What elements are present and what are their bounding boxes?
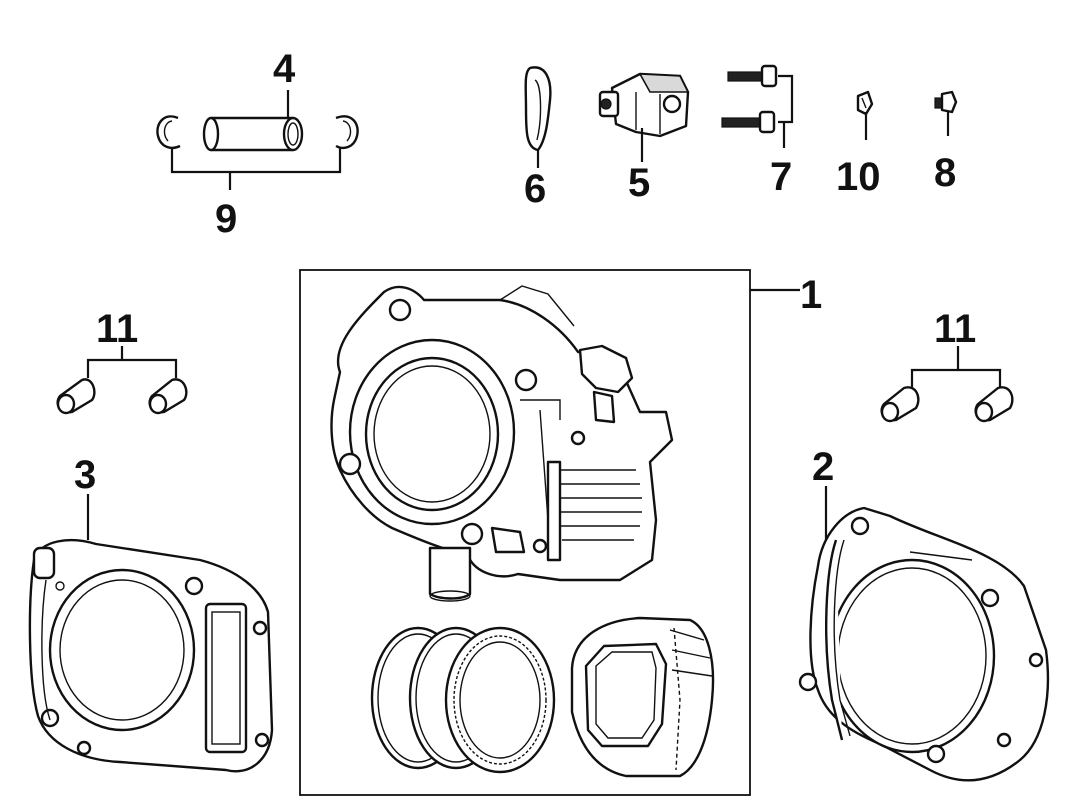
tensioner-gasket xyxy=(524,66,552,152)
callout-11-right: 11 xyxy=(934,307,976,351)
leader-11-left xyxy=(86,346,178,378)
callout-8: 8 xyxy=(934,151,956,195)
sealing-washer xyxy=(856,90,874,116)
flange-bolt-lower xyxy=(721,110,776,134)
callout-5: 5 xyxy=(628,161,650,205)
leader-7 xyxy=(778,74,794,148)
dowel-pin-right-a xyxy=(880,386,920,423)
piston-pin-clip-right xyxy=(335,115,359,150)
cylinder-block xyxy=(330,285,674,602)
cylinder-base-gasket xyxy=(798,506,1050,782)
leader-lines-4-9 xyxy=(170,90,342,190)
callout-10: 10 xyxy=(836,155,881,199)
leader-11-right xyxy=(910,346,1002,388)
callout-6: 6 xyxy=(524,167,546,211)
callout-1: 1 xyxy=(800,273,822,317)
callout-7: 7 xyxy=(770,155,792,199)
piston-pin-clip-left xyxy=(156,115,181,150)
piston xyxy=(570,616,715,778)
piston-pin xyxy=(202,116,304,152)
dowel-pin-left-b xyxy=(148,378,188,415)
cylinder-assembly-frame xyxy=(299,269,751,796)
callout-9: 9 xyxy=(215,197,237,241)
dowel-pin-left-a xyxy=(56,378,96,415)
callout-4: 4 xyxy=(273,47,296,91)
cam-chain-tensioner xyxy=(598,72,690,138)
dowel-pin-right-b xyxy=(974,386,1014,423)
callout-2: 2 xyxy=(812,445,834,489)
tensioner-cap-bolt xyxy=(934,90,958,114)
callout-3: 3 xyxy=(74,453,96,497)
piston-rings xyxy=(370,626,556,774)
cylinder-head-gasket xyxy=(28,538,274,773)
flange-bolt-upper xyxy=(727,64,778,88)
callout-11-left: 11 xyxy=(96,307,138,351)
